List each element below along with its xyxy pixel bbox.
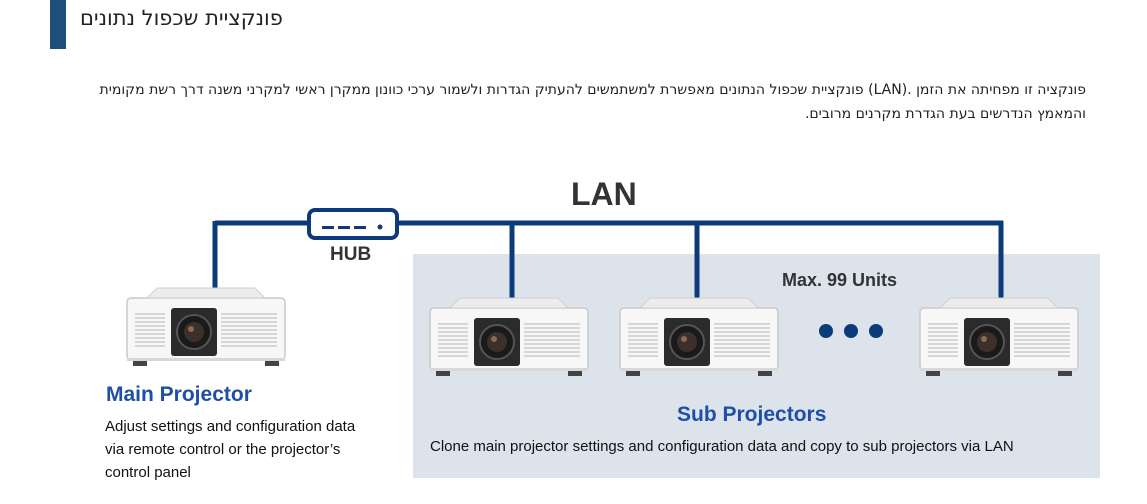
sub-projector-1-icon — [429, 297, 589, 377]
sub-projector-3-icon — [919, 297, 1079, 377]
main-desc-line-2: via remote control or the projector’s — [105, 441, 341, 458]
main-projector-description: Adjust settings and configuration data v… — [105, 415, 405, 484]
page-title: פונקציית שכפול נתונים — [80, 6, 283, 30]
main-desc-line-3: control panel — [105, 464, 191, 481]
hub-icon — [307, 208, 399, 240]
description-line-1: פונקציה זו מפחיתה את הזמן .(LAN) פונקציי… — [99, 82, 1086, 98]
ellipsis-dots-icon — [819, 324, 883, 338]
sub-projector-2-icon — [619, 297, 779, 377]
sub-projectors-description: Clone main projector settings and config… — [430, 438, 1014, 455]
sub-projectors-title: Sub Projectors — [677, 403, 827, 426]
hub-label: HUB — [330, 244, 372, 265]
main-projector-icon — [126, 287, 286, 367]
main-desc-line-1: Adjust settings and configuration data — [105, 418, 356, 435]
main-projector-title: Main Projector — [106, 383, 252, 406]
description-paragraph: פונקציה זו מפחיתה את הזמן .(LAN) פונקציי… — [76, 78, 1086, 126]
description-line-2: והמאמץ הנדרשים בעת הגדרת מקרנים מרובים. — [804, 106, 1086, 122]
max-units-label: Max. 99 Units — [782, 270, 898, 290]
title-accent-bar — [50, 0, 66, 49]
lan-label: LAN — [571, 176, 637, 212]
